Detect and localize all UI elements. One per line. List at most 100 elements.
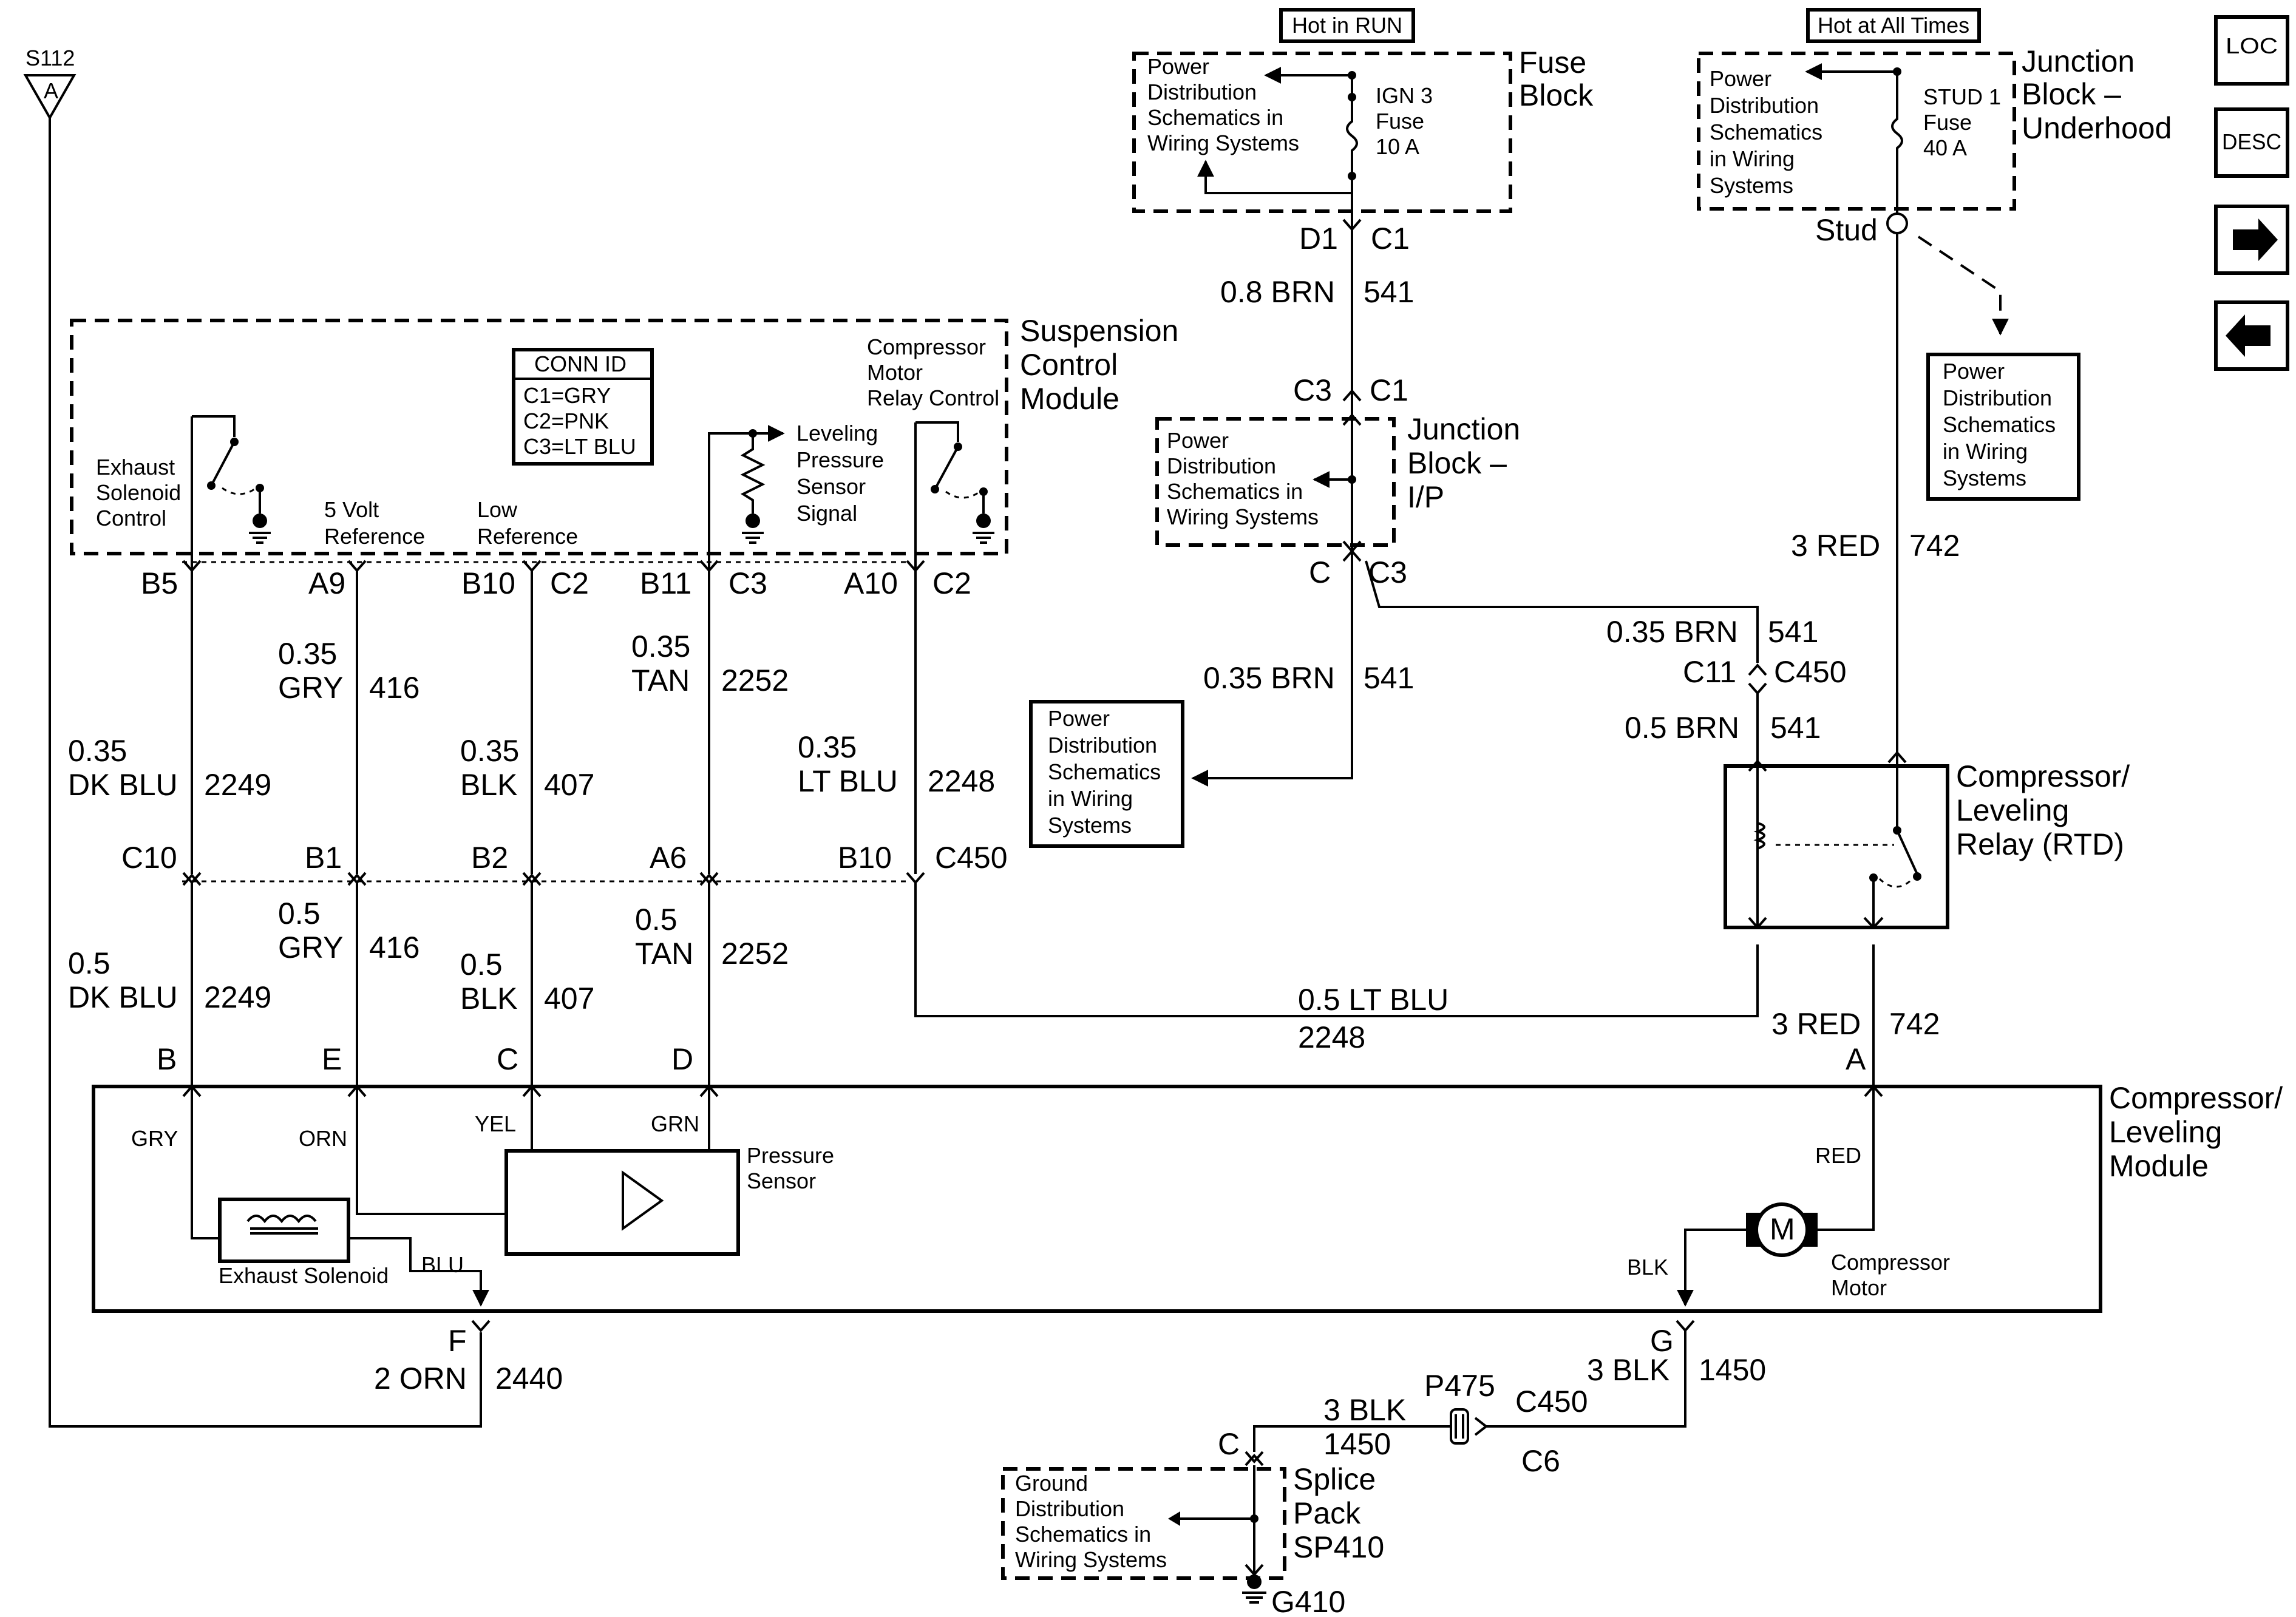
junction-block-ip: 0.8 BRN 541 C3 C1 Junction Block – I/P P…	[1155, 229, 1520, 589]
svg-text:G410: G410	[1271, 1585, 1345, 1617]
svg-text:Ground: Ground	[1015, 1471, 1088, 1496]
svg-text:0.35: 0.35	[68, 734, 127, 768]
svg-text:1450: 1450	[1699, 1353, 1766, 1387]
prev-page-button[interactable]	[2214, 300, 2289, 371]
svg-text:G: G	[1650, 1324, 1674, 1358]
svg-text:C: C	[1309, 555, 1331, 589]
harness-wires: 0.35 DK BLU 2249 0.35 GRY 416 0.35 BLK 4…	[68, 571, 995, 874]
svg-text:Systems: Systems	[1710, 173, 1793, 198]
svg-text:Motor: Motor	[1831, 1275, 1887, 1300]
svg-text:Suspension: Suspension	[1020, 314, 1178, 348]
svg-text:742: 742	[1889, 1007, 1940, 1041]
svg-text:Power: Power	[1167, 428, 1229, 453]
svg-text:541: 541	[1768, 615, 1818, 649]
svg-text:2 ORN: 2 ORN	[374, 1361, 467, 1395]
svg-text:Signal: Signal	[796, 501, 857, 526]
svg-text:STUD 1: STUD 1	[1923, 84, 2001, 109]
svg-text:0.35 BRN: 0.35 BRN	[1606, 615, 1738, 649]
svg-text:Distribution: Distribution	[1015, 1496, 1124, 1521]
svg-text:TAN: TAN	[635, 937, 693, 971]
junction-block-underhood: Junction Block – Underhood Power Distrib…	[1697, 44, 2172, 753]
svg-text:SP410: SP410	[1293, 1530, 1384, 1564]
svg-text:Sensor: Sensor	[747, 1168, 816, 1193]
svg-text:TAN: TAN	[631, 663, 690, 697]
next-page-button[interactable]	[2214, 205, 2289, 275]
svg-text:Systems: Systems	[1943, 466, 2026, 490]
svg-text:C3=LT BLU: C3=LT BLU	[523, 434, 636, 459]
svg-text:Distribution: Distribution	[1943, 385, 2052, 410]
svg-text:541: 541	[1364, 275, 1414, 309]
svg-text:Leveling: Leveling	[796, 421, 878, 446]
svg-text:0.5: 0.5	[460, 947, 503, 981]
svg-text:C2: C2	[932, 566, 971, 600]
svg-text:2248: 2248	[928, 764, 995, 798]
s112-splice: S112 A	[23, 46, 482, 1428]
svg-text:Block –: Block –	[1407, 446, 1507, 480]
svg-text:0.35: 0.35	[631, 629, 690, 663]
svg-text:Distribution: Distribution	[1710, 93, 1819, 118]
svg-text:C1: C1	[1371, 222, 1410, 256]
svg-text:B1: B1	[305, 841, 342, 875]
svg-text:742: 742	[1909, 529, 1960, 563]
svg-text:Reference: Reference	[477, 524, 578, 549]
svg-text:Distribution: Distribution	[1147, 80, 1257, 104]
svg-text:Junction: Junction	[1407, 412, 1520, 446]
loc-button[interactable]: LOC	[2214, 15, 2289, 86]
svg-text:Stud: Stud	[1815, 213, 1878, 247]
svg-text:Block: Block	[1519, 78, 1594, 112]
svg-text:Module: Module	[2109, 1149, 2209, 1183]
svg-text:0.5: 0.5	[68, 946, 110, 980]
svg-text:0.5 BRN: 0.5 BRN	[1625, 711, 1739, 745]
svg-text:Wiring Systems: Wiring Systems	[1167, 504, 1319, 529]
svg-text:3 RED: 3 RED	[1771, 1007, 1861, 1041]
svg-text:RED: RED	[1815, 1143, 1861, 1168]
svg-text:0.35: 0.35	[798, 730, 857, 764]
svg-text:Compressor/: Compressor/	[2109, 1081, 2283, 1115]
svg-text:541: 541	[1364, 661, 1414, 695]
svg-text:GRY: GRY	[278, 931, 343, 964]
svg-text:BLK: BLK	[460, 981, 518, 1015]
svg-text:10 A: 10 A	[1376, 134, 1419, 159]
suspension-control-module: Suspension Control Module CONN ID C1=GRY…	[70, 314, 1178, 571]
svg-text:M: M	[1770, 1212, 1795, 1246]
svg-text:0.35: 0.35	[460, 734, 519, 768]
bottom-wiring: F 2 ORN 2440 G 3 BLK 1450 P475 C450 C6 3…	[374, 1320, 1766, 1617]
svg-text:2252: 2252	[721, 937, 789, 971]
compressor-leveling-module: Compressor/ Leveling Module B E C D A GR…	[92, 1042, 2283, 1313]
svg-text:C450: C450	[1515, 1385, 1588, 1419]
svg-text:D1: D1	[1299, 222, 1338, 256]
svg-text:B11: B11	[640, 566, 691, 600]
svg-text:541: 541	[1770, 711, 1821, 745]
svg-text:Power: Power	[1943, 359, 2005, 384]
svg-text:YEL: YEL	[475, 1111, 516, 1136]
hot-at-all-times-label: Hot at All Times	[1806, 8, 1981, 43]
svg-text:2252: 2252	[721, 663, 789, 697]
svg-text:C: C	[497, 1042, 518, 1076]
svg-text:Fuse: Fuse	[1376, 109, 1424, 134]
svg-text:0.35: 0.35	[278, 637, 337, 671]
svg-text:Schematics in: Schematics in	[1147, 105, 1283, 130]
svg-text:Systems: Systems	[1048, 813, 1132, 838]
desc-button[interactable]: DESC	[2214, 107, 2289, 178]
svg-text:5 Volt: 5 Volt	[324, 497, 379, 522]
svg-text:Low: Low	[477, 497, 518, 522]
svg-text:Module: Module	[1020, 382, 1119, 416]
svg-text:Schematics: Schematics	[1710, 120, 1822, 144]
svg-text:P475: P475	[1424, 1369, 1495, 1403]
svg-text:1450: 1450	[1323, 1427, 1391, 1461]
svg-text:40 A: 40 A	[1923, 135, 1967, 160]
svg-text:GRN: GRN	[651, 1111, 699, 1136]
svg-text:B10: B10	[838, 841, 892, 875]
svg-text:Wiring Systems: Wiring Systems	[1015, 1547, 1167, 1572]
svg-text:Power: Power	[1048, 706, 1110, 731]
fuse-block: Fuse Block Power Distribution Schematics…	[1132, 46, 1594, 256]
svg-text:D: D	[671, 1042, 693, 1076]
svg-text:3 RED: 3 RED	[1791, 529, 1880, 563]
svg-text:Schematics in: Schematics in	[1015, 1522, 1151, 1547]
svg-text:C1=GRY: C1=GRY	[523, 383, 611, 408]
svg-text:IGN 3: IGN 3	[1376, 83, 1433, 108]
arrow-left-icon	[2226, 314, 2271, 357]
svg-text:C10: C10	[121, 841, 177, 875]
svg-text:C2=PNK: C2=PNK	[523, 408, 609, 433]
